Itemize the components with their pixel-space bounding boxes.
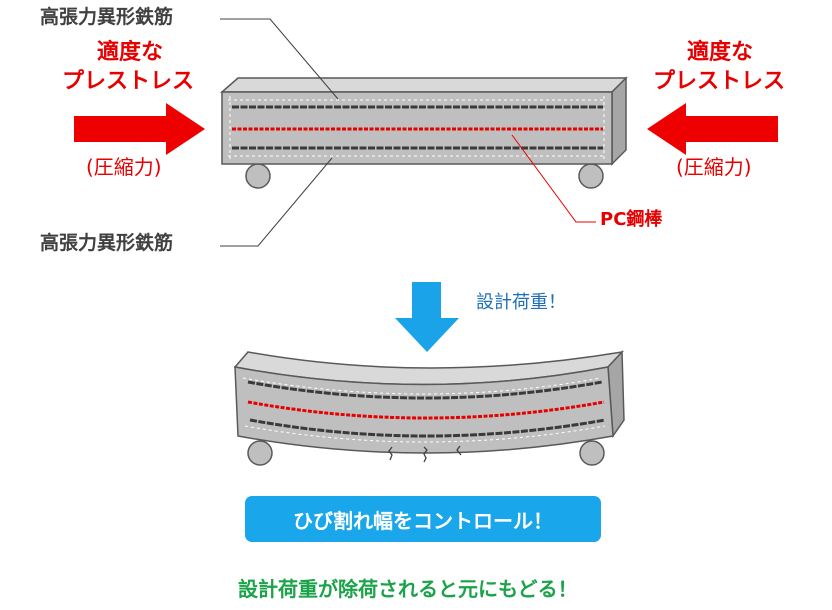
deflected-beam xyxy=(233,350,625,466)
recovery-caption: 設計荷重が除荷されると元にもどる！ xyxy=(238,577,578,601)
down-arrow-icon xyxy=(395,282,459,352)
rebar-bottom-line xyxy=(249,418,606,438)
pc-bar-label: PC鋼棒 xyxy=(600,209,663,230)
leader-pc-bar xyxy=(511,134,596,223)
pc-bar-line xyxy=(247,400,605,420)
crack-control-callout: ひび割れ幅をコントロール！ xyxy=(245,496,601,542)
rebar-label-bottom: 高張力異形鉄筋 xyxy=(40,232,174,254)
prestress-label-right-line2: プレストレス xyxy=(653,69,786,94)
crack-mark xyxy=(423,446,428,463)
rebar-top-line xyxy=(247,380,603,400)
beam-top-face xyxy=(220,77,628,93)
prestress-label-left-line2: プレストレス xyxy=(62,69,195,94)
straight-beam xyxy=(220,76,628,189)
support-roller-left xyxy=(247,440,273,466)
support-roller-right xyxy=(579,440,605,466)
support-roller-left xyxy=(245,163,271,189)
leader-rebar-top xyxy=(220,18,339,100)
prestress-label-right-line1: 適度な xyxy=(687,40,754,65)
design-load-label: 設計荷重！ xyxy=(476,292,566,313)
right-arrow-icon xyxy=(74,103,205,155)
compression-label-right: (圧縮力) xyxy=(676,155,752,179)
crack-mark xyxy=(456,445,462,456)
left-arrow-icon xyxy=(647,103,778,155)
beam-side-face xyxy=(611,76,627,166)
prestress-label-left-line1: 適度な xyxy=(97,40,164,65)
support-roller-right xyxy=(578,163,604,189)
crack-mark xyxy=(388,446,393,461)
rebar-label-top: 高張力異形鉄筋 xyxy=(40,6,174,28)
leader-rebar-bottom xyxy=(220,157,333,247)
compression-label-left: (圧縮力) xyxy=(86,155,162,179)
